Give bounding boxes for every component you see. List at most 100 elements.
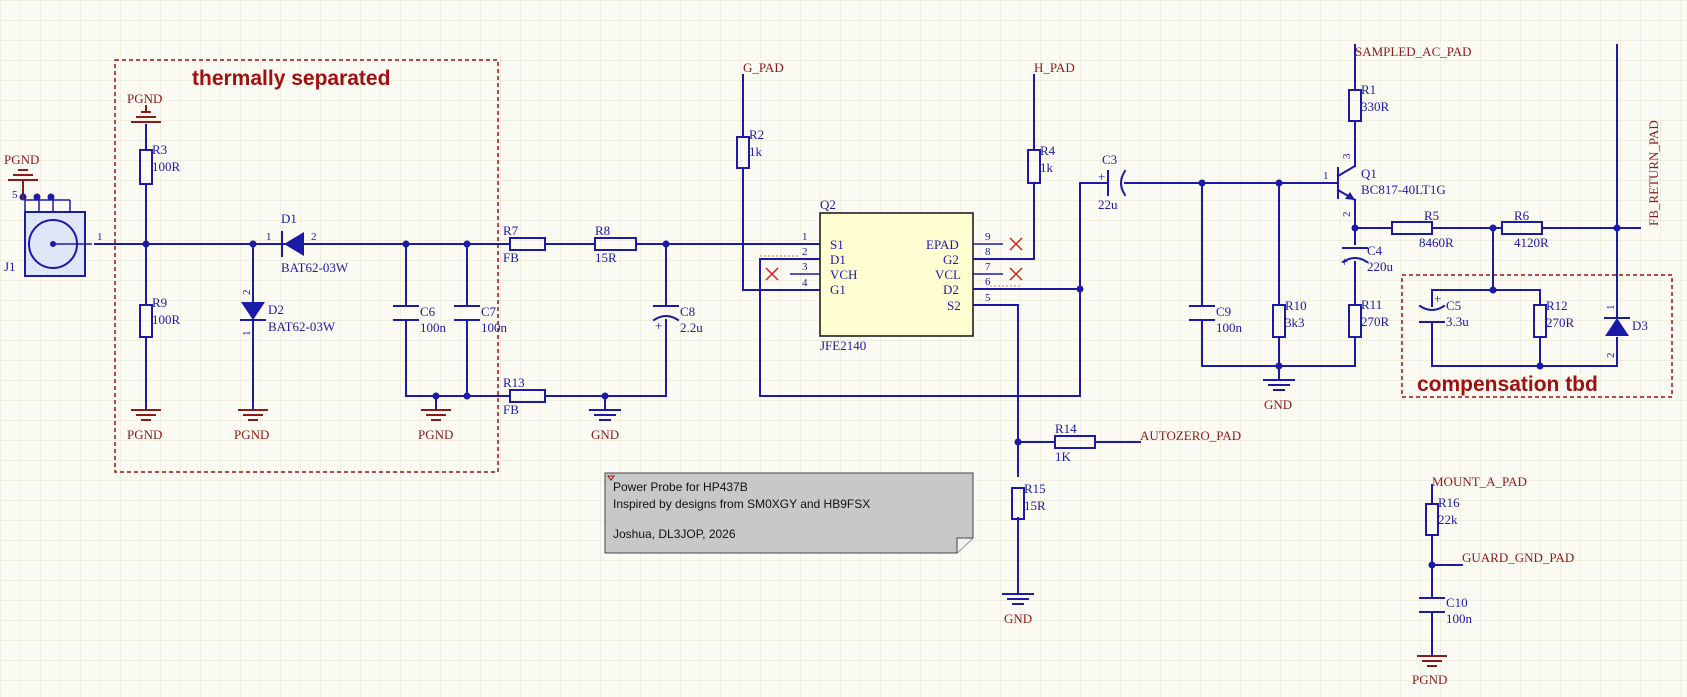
svg-text:+: + [655, 318, 662, 333]
resistor-R16[interactable]: R16 22k [1425, 495, 1460, 536]
svg-text:2: 2 [1341, 212, 1353, 218]
net-mount-a-pad[interactable]: MOUNT_A_PAD [1432, 474, 1527, 489]
junctions [142, 179, 1621, 569]
svg-text:220u: 220u [1367, 259, 1394, 274]
pgnd-port-d2[interactable]: PGND [234, 409, 269, 442]
resistor-R10[interactable]: R10 3k3 [1272, 298, 1307, 338]
svg-text:22k: 22k [1438, 512, 1458, 527]
svg-text:GND: GND [591, 427, 619, 442]
diode-D1[interactable]: D1 BAT62-03W 1 2 [259, 211, 349, 275]
svg-text:VCH: VCH [830, 267, 857, 282]
note-box[interactable]: Power Probe for HP437B Inspired by desig… [604, 472, 974, 554]
svg-text:PGND: PGND [1412, 672, 1447, 687]
svg-text:2: 2 [311, 231, 317, 243]
resistor-R2[interactable]: R2 1k [736, 127, 764, 169]
net-h-pad[interactable]: H_PAD [1034, 60, 1075, 75]
compensation-group-label: compensation tbd [1417, 373, 1598, 396]
svg-text:+: + [1434, 291, 1441, 306]
svg-text:+: + [1341, 254, 1348, 269]
svg-text:D1: D1 [281, 211, 297, 226]
svg-text:3: 3 [802, 261, 808, 273]
thermal-group[interactable]: thermally separated [114, 59, 499, 473]
connector-J1[interactable]: 5 1 J1 [4, 189, 103, 277]
svg-text:PGND: PGND [418, 427, 453, 442]
svg-text:2: 2 [1605, 353, 1617, 359]
svg-text:15R: 15R [1024, 498, 1046, 513]
pgnd-port-c6[interactable]: PGND [418, 409, 453, 442]
svg-text:GND: GND [1004, 611, 1032, 626]
gnd-port-r15[interactable]: GND [1002, 593, 1034, 626]
net-g-pad[interactable]: G_PAD [743, 60, 784, 75]
pgnd-port-r3[interactable]: PGND [127, 91, 162, 123]
gnd-port-c9[interactable]: GND [1263, 379, 1295, 412]
svg-text:R16: R16 [1438, 495, 1460, 510]
resistor-R6[interactable]: R6 4120R [1501, 208, 1549, 250]
svg-text:PGND: PGND [4, 152, 39, 167]
svg-text:R13: R13 [503, 375, 525, 390]
pgnd-port-r9[interactable]: PGND [127, 409, 162, 442]
svg-text:R6: R6 [1514, 208, 1530, 223]
resistor-R1[interactable]: R1 330R [1348, 82, 1390, 122]
svg-text:C5: C5 [1446, 298, 1461, 313]
diode-D2[interactable]: D2 BAT62-03W 2 1 [240, 290, 336, 337]
resistor-R4[interactable]: R4 1k [1027, 143, 1056, 184]
svg-text:100n: 100n [1446, 611, 1473, 626]
resistor-R3[interactable]: R3 100R [139, 142, 181, 185]
svg-text:9: 9 [985, 231, 991, 243]
resistor-R15[interactable]: R15 15R [1011, 481, 1046, 520]
resistor-R13[interactable]: R13 FB [503, 375, 546, 417]
diode-D3[interactable]: D3 1 2 [1604, 305, 1648, 359]
svg-text:100n: 100n [481, 320, 508, 335]
svg-text:JFE2140: JFE2140 [820, 338, 866, 353]
svg-text:D2: D2 [268, 302, 284, 317]
svg-text:BAT62-03W: BAT62-03W [268, 319, 336, 334]
svg-text:R3: R3 [152, 142, 167, 157]
svg-text:R1: R1 [1361, 82, 1376, 97]
svg-text:R2: R2 [749, 127, 764, 142]
note-line-1: Power Probe for HP437B [613, 480, 748, 494]
svg-text:8: 8 [985, 246, 991, 258]
svg-text:1: 1 [1323, 170, 1329, 182]
transistor-Q1[interactable]: Q1 BC817-40LT1G 1 3 2 [1319, 153, 1446, 218]
gnd-port-r13[interactable]: GND [589, 409, 621, 442]
resistor-R8[interactable]: R8 15R [594, 223, 637, 265]
capacitor-C4[interactable]: + C4 220u [1341, 243, 1394, 274]
svg-text:GND: GND [1264, 397, 1292, 412]
resistor-R9[interactable]: R9 100R [139, 295, 181, 338]
svg-text:1: 1 [802, 231, 808, 243]
svg-text:100n: 100n [1216, 320, 1243, 335]
svg-text:6: 6 [985, 276, 991, 288]
pgnd-port-j1[interactable]: PGND [4, 152, 39, 195]
svg-text:BAT62-03W: BAT62-03W [281, 260, 349, 275]
capacitor-C7[interactable]: C7 100n [454, 304, 508, 335]
capacitor-C10[interactable]: C10 100n [1419, 595, 1473, 626]
svg-text:7: 7 [985, 261, 991, 273]
net-guard-gnd-pad[interactable]: GUARD_GND_PAD [1462, 550, 1574, 565]
svg-text:PGND: PGND [127, 91, 162, 106]
svg-text:15R: 15R [595, 250, 617, 265]
capacitor-C5[interactable]: + C5 3.3u [1418, 291, 1469, 329]
net-sampled-ac-pad[interactable]: SAMPLED_AC_PAD [1355, 44, 1472, 59]
svg-text:R7: R7 [503, 223, 519, 238]
resistor-R12[interactable]: R12 270R [1533, 298, 1575, 338]
svg-text:R12: R12 [1546, 298, 1568, 313]
svg-text:Q2: Q2 [820, 197, 836, 212]
resistor-R11[interactable]: R11 270R [1348, 297, 1390, 338]
net-fb-return-pad[interactable]: FB_RETURN_PAD [1646, 120, 1661, 226]
capacitor-C3[interactable]: + C3 22u [1098, 152, 1127, 212]
capacitor-C8[interactable]: + C8 2.2u [652, 304, 703, 335]
svg-text:1: 1 [1605, 305, 1617, 311]
resistor-R7[interactable]: R7 FB [503, 223, 546, 265]
pgnd-port-c10[interactable]: PGND [1412, 655, 1447, 687]
svg-text:FB: FB [503, 402, 519, 417]
capacitor-C6[interactable]: C6 100n [393, 304, 447, 335]
net-autozero-pad[interactable]: AUTOZERO_PAD [1140, 428, 1241, 443]
svg-text:3k3: 3k3 [1285, 315, 1305, 330]
capacitor-C9[interactable]: C9 100n [1189, 304, 1243, 335]
svg-text:R10: R10 [1285, 298, 1307, 313]
compensation-group[interactable]: compensation tbd [1401, 274, 1673, 398]
resistor-R5[interactable]: R5 8460R [1391, 208, 1454, 250]
resistor-R14[interactable]: R14 1K [1054, 421, 1096, 464]
ic-Q2[interactable]: Q2 JFE2140 S1 D1 VCH G1 1 2 3 4 EPAD G2 … [760, 197, 1023, 353]
